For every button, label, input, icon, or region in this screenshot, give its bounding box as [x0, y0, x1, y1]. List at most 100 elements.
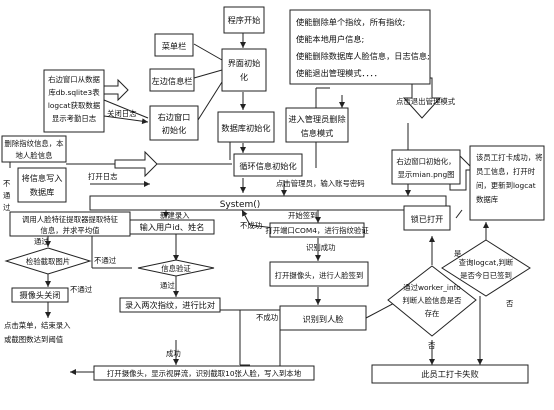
label-fp-ok: 识别成功 [306, 243, 336, 252]
node-delete-fingerprint: 删除指纹信息，本 地人脸信息 [1, 135, 67, 163]
worker-line3: 存在 [425, 309, 440, 318]
rwdb-line4: 显示考勤日志 [52, 114, 96, 123]
node-open-camera-sign: 打开摄像头，进行人脸签到 [269, 261, 369, 287]
svg-text:菜单栏: 菜单栏 [162, 41, 187, 51]
node-open-camera-capture: 打开摄像头，显示视屏流，识别截取10张人脸，写入到本地 [93, 365, 315, 381]
label-fail2: 不成功 [256, 313, 278, 322]
label-success: 成功 [166, 349, 181, 358]
enter-admin-line1: 进入管理员删除 [288, 114, 345, 124]
delfp-line1: 删除指纹信息，本 [4, 139, 64, 148]
enter-admin-line2: 信息模式 [301, 128, 334, 138]
node-program-start: 程序开始 [223, 6, 265, 34]
rwm-line2: 显示mian.png图 [397, 170, 454, 179]
label-pass1: 通过 [34, 237, 49, 246]
rwi-line1: 右边窗口 [158, 112, 191, 122]
label-not-pass3-a: 不 [3, 179, 11, 188]
logcat-line1: 查询logcat,判断 [459, 258, 514, 267]
decision-check-image: 检验截取图片 [4, 247, 92, 275]
node-entry-compare: 录入两次指纹，进行比对 [119, 297, 221, 313]
svg-text:锁已打开: 锁已打开 [411, 214, 444, 224]
decision-worker-check: 通过worker_info 判断人脸信息是否 存在 [387, 265, 477, 337]
node-input-user: 输入用户id、姓名 [129, 219, 215, 235]
rwm-line1: 右边窗口初始化， [396, 157, 455, 166]
face-extract-line2: 信息，并求平均值 [40, 226, 100, 235]
succ-line2: 员工信息，打开时 [476, 167, 536, 176]
label-exit-admin: 点击退出管理模式 [396, 97, 456, 106]
svg-text:摄像头关闭: 摄像头关闭 [20, 290, 61, 300]
succ-line4: 数据库 [476, 195, 499, 204]
finish-entry-line1: 点击菜单，结束录入 [4, 321, 71, 330]
svg-text:识别到人脸: 识别到人脸 [303, 314, 345, 324]
node-sign-fail: 此员工打卡失败 [371, 364, 529, 384]
writedb-line1: 将信息写入 [22, 173, 63, 183]
decision-check-logcat: 查询logcat,判断 是否今日已签到 [441, 239, 531, 297]
node-write-db: 将信息写入 数据库 [17, 167, 67, 203]
rwi-line2: 初始化 [162, 125, 187, 135]
svg-text:左边信息栏: 左边信息栏 [152, 76, 193, 86]
node-sign-success: 该员工打卡成功，将 员工信息，打开时 间，更新到logcat 数据库 [469, 145, 545, 221]
node-loop-info-init: 循环信息初始化 [233, 153, 303, 177]
svg-text:此员工打卡失败: 此员工打卡失败 [421, 369, 478, 379]
node-menu-bar: 菜单栏 [154, 33, 194, 57]
label-yes: 是 [454, 249, 462, 258]
writedb-line2: 数据库 [30, 187, 55, 197]
worker-line1: 通过worker_info [403, 283, 461, 292]
admin-line2: 使能本地用户信息; [296, 34, 364, 44]
label-new-entry: 新建录入 [160, 211, 190, 220]
node-db-init: 数据库初始化 [217, 111, 275, 143]
label-not-pass3-b: 通 [3, 191, 11, 200]
label-close-log: 关闭日志 [107, 109, 137, 118]
svg-text:信息验证: 信息验证 [161, 264, 191, 273]
node-system: System() [89, 195, 447, 211]
svg-text:检验截取图片: 检验截取图片 [26, 257, 70, 266]
label-not-exist: 否 [428, 341, 436, 350]
admin-line1: 使能删除单个指纹，所有指纹; [296, 17, 405, 27]
node-finish-entry: 点击菜单，结束录入 或截图数达到阈值 [4, 321, 71, 344]
node-enter-admin: 进入管理员删除 信息模式 [285, 107, 349, 143]
node-ui-init: 界面初始 化 [221, 48, 267, 92]
node-face-recognized: 识别到人脸 [279, 305, 367, 331]
label-click-admin: 点击管理员，输入账号密码 [276, 179, 365, 188]
rwdb-line3: logcat获取数据 [48, 101, 101, 110]
succ-line3: 间，更新到logcat [476, 181, 536, 190]
admin-line3: 使能删除数据库人脸信息，日志信息; [296, 51, 430, 61]
svg-text:打开摄像头，进行人脸签到: 打开摄像头，进行人脸签到 [275, 271, 364, 280]
face-extract-line1: 调用人脸特征提取器提取特征 [22, 215, 119, 224]
rwdb-line2: 库db.sqlite3表 [48, 88, 100, 97]
svg-text:录入两次指纹，进行比对: 录入两次指纹，进行比对 [125, 300, 215, 310]
node-unlock: 锁已打开 [403, 205, 451, 231]
svg-text:输入用户id、姓名: 输入用户id、姓名 [140, 222, 205, 232]
label-pass2: 通过 [160, 281, 175, 290]
svg-text:循环信息初始化: 循环信息初始化 [239, 161, 296, 171]
node-right-window-main: 右边窗口初始化， 显示mian.png图 [391, 149, 461, 185]
worker-line2: 判断人脸信息是否 [402, 296, 462, 305]
delfp-line2: 地人脸信息 [16, 151, 53, 160]
logcat-line2: 是否今日已签到 [460, 271, 512, 280]
label-no: 否 [506, 299, 514, 308]
node-right-window-db: 右边窗口从数据 库db.sqlite3表 logcat获取数据 显示考勤日志 [43, 69, 105, 133]
label-not-pass3-c: 过 [3, 203, 11, 212]
node-admin-abilities: 使能删除单个指纹，所有指纹; 使能本地用户信息; 使能删除数据库人脸信息，日志信… [289, 9, 431, 85]
label-not-pass1: 不通过 [94, 256, 117, 265]
label-fail: 不成功 [240, 221, 262, 230]
rwdb-line1: 右边窗口从数据 [48, 75, 100, 84]
svg-text:打开摄像头，显示视屏流，识别截取10张人脸，写入到本地: 打开摄像头，显示视屏流，识别截取10张人脸，写入到本地 [107, 369, 302, 378]
ui-init-line2: 化 [240, 72, 248, 82]
label-start-sign: 开始签到 [288, 211, 318, 220]
edge-labels: 关闭日志 打开日志 点击管理员，输入账号密码 点击退出管理模式 新建录入 开始签… [3, 97, 514, 358]
svg-text:System(): System() [220, 200, 261, 210]
node-camera-close: 摄像头关闭 [11, 287, 69, 303]
node-open-com4: 打开端口COM4，进行指纹验证 [265, 222, 369, 238]
decision-info-verify: 信息验证 [137, 259, 215, 277]
svg-text:打开端口COM4，进行指纹验证: 打开端口COM4，进行指纹验证 [265, 226, 369, 235]
node-left-info-bar: 左边信息栏 [149, 68, 195, 92]
admin-line4: 使能退出管理模式．．．． [296, 68, 382, 78]
label-open-log: 打开日志 [88, 172, 118, 181]
finish-entry-line2: 或截图数达到阈值 [4, 335, 64, 344]
svg-text:程序开始: 程序开始 [228, 15, 261, 25]
succ-line1: 该员工打卡成功，将 [476, 153, 543, 162]
node-face-extract: 调用人脸特征提取器提取特征 信息，并求平均值 [9, 211, 131, 237]
svg-text:数据库初始化: 数据库初始化 [221, 123, 270, 133]
ui-init-line1: 界面初始 [228, 58, 261, 68]
